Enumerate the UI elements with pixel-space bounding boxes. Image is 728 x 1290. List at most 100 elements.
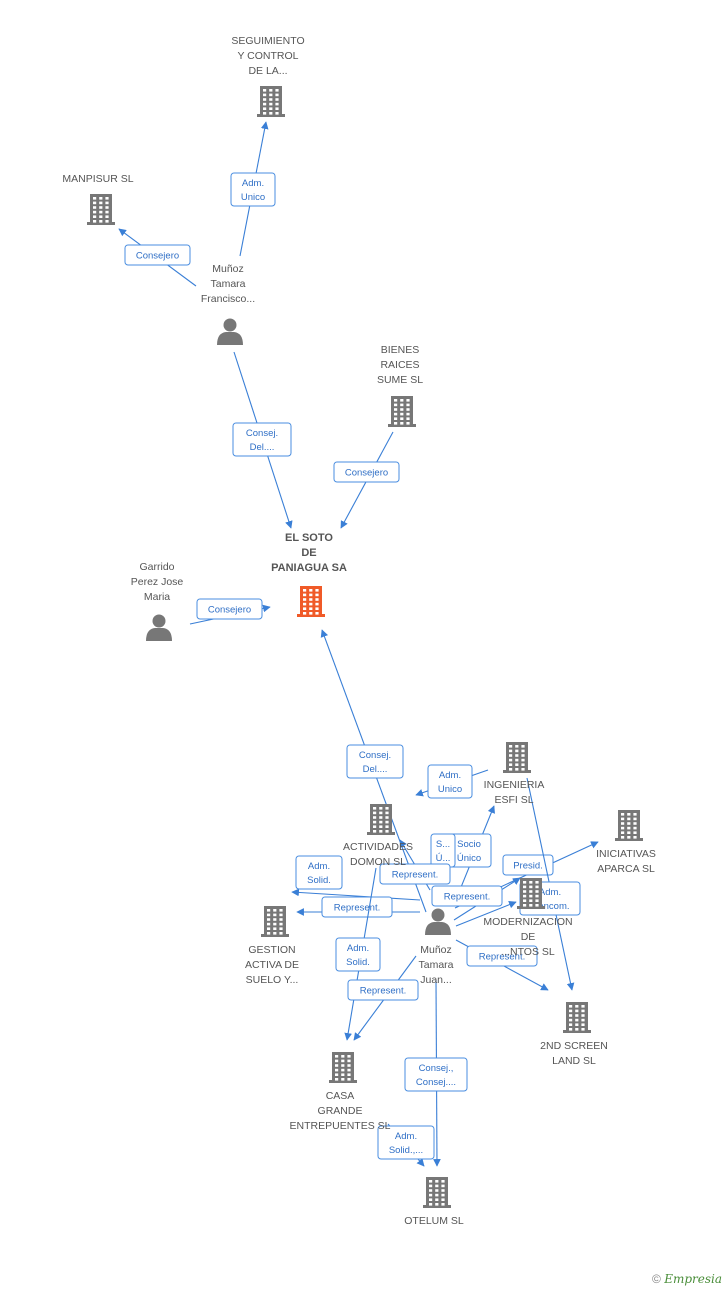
node-munoz_juan[interactable]: MuñozTamaraJuan... xyxy=(418,908,454,987)
node-label: Maria xyxy=(144,591,170,603)
edge-label-text: Mancom. xyxy=(530,901,569,912)
edge-label[interactable]: Consejero xyxy=(196,598,263,620)
edge-label[interactable]: Represent. xyxy=(379,863,451,885)
edge-label-text: Ú... xyxy=(436,853,451,864)
person-icon[interactable] xyxy=(217,318,243,346)
edge-label-text: Solid.,... xyxy=(389,1145,423,1156)
node-label: Juan... xyxy=(420,974,452,986)
edge-label[interactable]: Consej. Del.... xyxy=(346,744,404,779)
node-label: DE xyxy=(301,547,316,559)
edge-label[interactable]: Represent. xyxy=(321,896,393,918)
edge-label-text: Consej.... xyxy=(416,1077,456,1088)
node-label: 2ND SCREEN xyxy=(540,1040,608,1052)
edge-label-text: Adm. xyxy=(347,943,369,954)
building-icon[interactable] xyxy=(367,804,395,835)
edge-label-text: Del.... xyxy=(363,764,388,775)
node-label: DOMON SL xyxy=(350,856,406,868)
node-label: LAND SL xyxy=(552,1055,596,1067)
footer: © Empresia xyxy=(652,1272,722,1286)
edge-label[interactable]: Consej., Consej.... xyxy=(404,1057,468,1092)
edge-label-text: Solid. xyxy=(307,875,331,886)
node-label: ACTIVA DE xyxy=(245,959,299,971)
brand-logo-text[interactable]: Empresia xyxy=(664,1272,722,1286)
node-2ndscreen[interactable]: 2ND SCREEN LAND SL xyxy=(540,1002,608,1067)
person-icon[interactable] xyxy=(146,614,172,642)
node-label: Muñoz xyxy=(212,263,244,275)
node-otelum[interactable]: OTELUM SL xyxy=(404,1177,464,1227)
node-munoz_francisco[interactable]: MuñozTamaraFrancisco... xyxy=(201,263,255,345)
building-icon[interactable] xyxy=(261,906,289,937)
building-icon[interactable] xyxy=(503,742,531,773)
node-label: ...NTOS SL xyxy=(501,946,555,958)
building-icon[interactable] xyxy=(87,194,115,225)
edge-label[interactable]: Adm. Solid.,... xyxy=(377,1125,435,1160)
building-icon[interactable] xyxy=(388,396,416,427)
edge-label-text: Consejero xyxy=(136,251,179,262)
edge-label-text: Consej., xyxy=(419,1063,454,1074)
edge-label-text: Represent. xyxy=(444,892,490,903)
node-label: INGENIERIA xyxy=(484,779,545,791)
edge-label[interactable]: Consejero xyxy=(333,461,400,483)
edge-label[interactable]: Consejero xyxy=(124,244,191,266)
node-label: Garrido xyxy=(139,561,174,573)
edge-label-text: Adm. xyxy=(242,178,264,189)
edge-label-text: Represent. xyxy=(360,986,406,997)
edge-label[interactable]: Represent. xyxy=(431,885,503,907)
node-label: SUELO Y... xyxy=(246,974,299,986)
copyright-icon: © xyxy=(652,1272,661,1286)
building-icon[interactable] xyxy=(615,810,643,841)
edge-label[interactable]: Adm.Unico xyxy=(230,172,276,207)
edge-munoz_juan-to-actividades: Adm. Unico xyxy=(415,764,489,799)
edge-bienes-to-elsoto: Consejero xyxy=(333,431,400,529)
edge-munoz_francisco-to-elsoto: Consej. Del.... xyxy=(232,351,293,529)
person-icon[interactable] xyxy=(425,908,451,936)
edge-label-text: Consej. xyxy=(359,750,391,761)
edge-label[interactable]: Adm. Solid. xyxy=(295,855,343,890)
building-icon[interactable] xyxy=(257,86,285,117)
node-actividades[interactable]: ACTIVIDADES DOMON SL xyxy=(343,804,413,868)
edge-label[interactable]: Adm. Unico xyxy=(427,764,473,799)
node-label: ENTREPUENTES SL xyxy=(290,1120,391,1132)
edge-munoz_juan-to-2ndscreen: Represent. xyxy=(455,939,549,991)
edge-label-text: Unico xyxy=(438,784,462,795)
node-label: ACTIVIDADES xyxy=(343,841,413,853)
node-label: APARCA SL xyxy=(597,863,655,875)
edge-label-text: Solid. xyxy=(346,957,370,968)
edge-label[interactable]: Consej. Del.... xyxy=(232,422,292,457)
building-icon[interactable] xyxy=(329,1052,357,1083)
building-icon[interactable] xyxy=(563,1002,591,1033)
building-icon[interactable] xyxy=(423,1177,451,1208)
node-label: PANIAGUA SA xyxy=(271,562,347,574)
node-manpisur[interactable]: MANPISUR SL xyxy=(62,173,134,225)
edge-label-text: Del.... xyxy=(250,442,275,453)
node-label: SUME SL xyxy=(377,374,423,386)
focus-building-icon[interactable] xyxy=(297,586,325,617)
edge-label[interactable]: Represent. xyxy=(466,945,538,967)
edge-label-text: Adm. xyxy=(395,1131,417,1142)
edge-label-text: Consej. xyxy=(246,428,278,439)
node-label: Perez Jose xyxy=(131,576,184,588)
node-label: BIENES xyxy=(381,344,420,356)
edge-label[interactable]: Represent. xyxy=(347,979,419,1001)
edge-label-text: Adm. xyxy=(439,770,461,781)
edge-label[interactable]: Presid. xyxy=(502,854,554,876)
edge-label-text: Adm. xyxy=(308,861,330,872)
edge-label[interactable]: Adm. Solid. xyxy=(335,937,381,972)
edge-casagrande-to-otelum: Adm. Solid.,... xyxy=(377,1123,435,1167)
building-icon[interactable] xyxy=(517,878,545,909)
edge-label-text: Único xyxy=(457,853,481,864)
node-label: Tamara xyxy=(418,959,453,971)
node-elsoto[interactable]: EL SOTO DE PANIAGUA SA xyxy=(271,532,347,617)
edge-label[interactable]: S...Ú... xyxy=(430,833,456,868)
node-label: EL SOTO xyxy=(285,532,333,544)
edge-label-text: Represent. xyxy=(479,952,525,963)
